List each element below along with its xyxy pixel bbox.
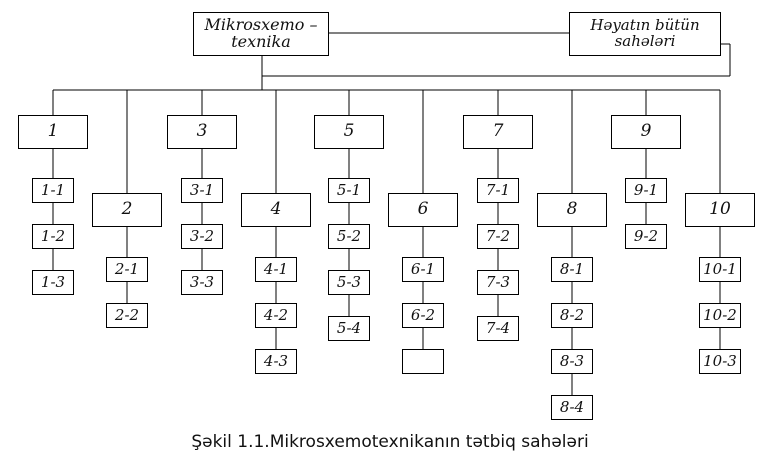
- subcategory-node: 4-2: [255, 303, 297, 328]
- subcategory-node: 4-1: [255, 257, 297, 282]
- side-node-line2: sahələri: [614, 32, 676, 50]
- subcategory-node: 7-2: [477, 224, 519, 249]
- category-node: 2: [92, 193, 162, 227]
- subcategory-node: 10-1: [699, 257, 741, 282]
- empty-subcategory-node: [402, 349, 444, 374]
- subcategory-node: 8-3: [551, 349, 593, 374]
- subcategory-node: 10-2: [699, 303, 741, 328]
- category-node: 9: [611, 115, 681, 149]
- category-node: 8: [537, 193, 607, 227]
- category-node: 5: [314, 115, 384, 149]
- subcategory-node: 3-1: [181, 178, 223, 203]
- root-node-line2: texnika: [231, 32, 291, 51]
- category-node: 6: [388, 193, 458, 227]
- connector-lines: [52, 32, 731, 395]
- subcategory-node: 9-2: [625, 224, 667, 249]
- figure-caption: Şəkil 1.1.Mikrosxemotexnikanın tətbiq sa…: [191, 432, 589, 452]
- subcategory-node: 2-2: [106, 303, 148, 328]
- subcategory-node: 1-2: [32, 224, 74, 249]
- subcategory-node: 6-2: [402, 303, 444, 328]
- subcategory-node: 1-1: [32, 178, 74, 203]
- subcategory-node: 2-1: [106, 257, 148, 282]
- subcategory-node: 7-1: [477, 178, 519, 203]
- subcategory-node: 5-3: [328, 270, 370, 295]
- subcategory-node: 7-4: [477, 316, 519, 341]
- subcategory-node: 10-3: [699, 349, 741, 374]
- category-node: 7: [463, 115, 533, 149]
- category-node: 4: [241, 193, 311, 227]
- subcategory-node: 6-1: [402, 257, 444, 282]
- subcategory-node: 9-1: [625, 178, 667, 203]
- subcategory-node: 5-1: [328, 178, 370, 203]
- subcategory-node: 8-4: [551, 395, 593, 420]
- subcategory-node: 7-3: [477, 270, 519, 295]
- root-node: Mikrosxemo – texnika: [193, 12, 329, 56]
- subcategory-node: 8-2: [551, 303, 593, 328]
- category-node: 1: [18, 115, 88, 149]
- category-node: 10: [685, 193, 755, 227]
- subcategory-node: 5-4: [328, 316, 370, 341]
- side-node: Həyatın bütün sahələri: [569, 12, 721, 56]
- subcategory-node: 1-3: [32, 270, 74, 295]
- subcategory-node: 8-1: [551, 257, 593, 282]
- category-node: 3: [167, 115, 237, 149]
- subcategory-node: 5-2: [328, 224, 370, 249]
- subcategory-node: 3-2: [181, 224, 223, 249]
- side-node-line1: Həyatın bütün: [590, 16, 700, 35]
- subcategory-node: 4-3: [255, 349, 297, 374]
- subcategory-node: 3-3: [181, 270, 223, 295]
- root-node-line1: Mikrosxemo –: [204, 15, 318, 35]
